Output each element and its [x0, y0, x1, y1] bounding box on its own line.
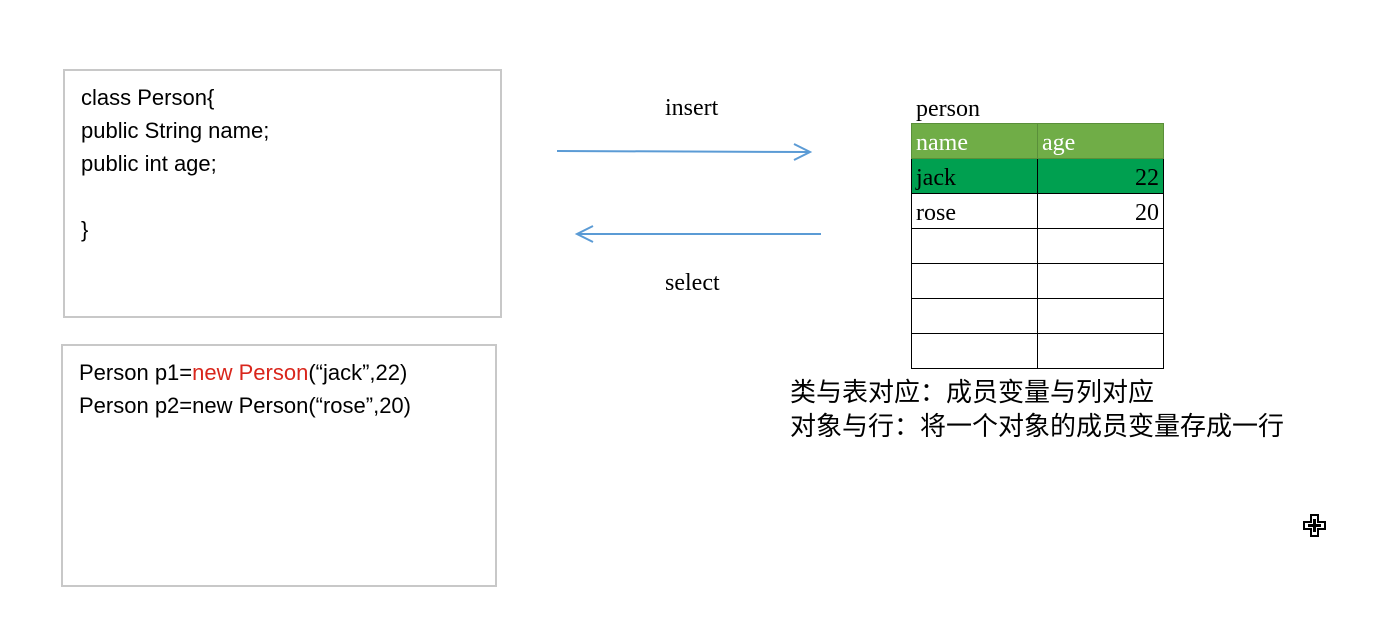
cell-age: [1037, 333, 1164, 369]
code-line-p1: Person p1=new Person(“jack”,22): [79, 356, 479, 389]
table-row: [911, 333, 1164, 369]
table-row: rose 20: [911, 193, 1164, 229]
move-cursor-icon: [1303, 514, 1326, 537]
code-line: class Person{: [81, 85, 215, 110]
cell-name: [911, 333, 1038, 369]
column-header-age: age: [1037, 123, 1164, 159]
code-line: public String name;: [81, 118, 270, 143]
cell-name: [911, 298, 1038, 334]
cell-age: 22: [1037, 158, 1164, 194]
code-prefix: Person p1=: [79, 360, 193, 385]
cell-name: [911, 228, 1038, 264]
code-line: }: [81, 217, 89, 242]
cell-name: rose: [911, 193, 1038, 229]
table-row: [911, 228, 1164, 264]
cell-age: [1037, 228, 1164, 264]
code-keyword-new: new Person: [192, 360, 309, 385]
table-row: [911, 263, 1164, 299]
caption-object-row: 对象与行：将一个对象的成员变量存成一行: [790, 412, 1285, 442]
class-definition-box: class Person{ public String name; public…: [63, 69, 502, 318]
cell-age: [1037, 298, 1164, 334]
select-arrow: [574, 225, 821, 243]
cell-name: [911, 263, 1038, 299]
code-line-p2: Person p2=new Person(“rose”,20): [79, 393, 411, 418]
select-label: select: [665, 270, 720, 296]
object-creation-box: Person p1=new Person(“jack”,22) Person p…: [61, 344, 497, 587]
person-table: name age jack 22 rose 20: [911, 123, 1164, 369]
cell-age: [1037, 263, 1164, 299]
table-name: person: [916, 96, 980, 122]
insert-label: insert: [665, 95, 719, 121]
code-line: public int age;: [81, 151, 217, 176]
table-header-row: name age: [911, 123, 1164, 159]
cell-name: jack: [911, 158, 1038, 194]
column-header-name: name: [911, 123, 1038, 159]
insert-arrow: [556, 143, 813, 161]
table-row: jack 22: [911, 158, 1164, 194]
table-row: [911, 298, 1164, 334]
caption-class-table: 类与表对应：成员变量与列对应: [790, 378, 1155, 408]
cell-age: 20: [1037, 193, 1164, 229]
code-args: (“jack”,22): [308, 360, 408, 385]
